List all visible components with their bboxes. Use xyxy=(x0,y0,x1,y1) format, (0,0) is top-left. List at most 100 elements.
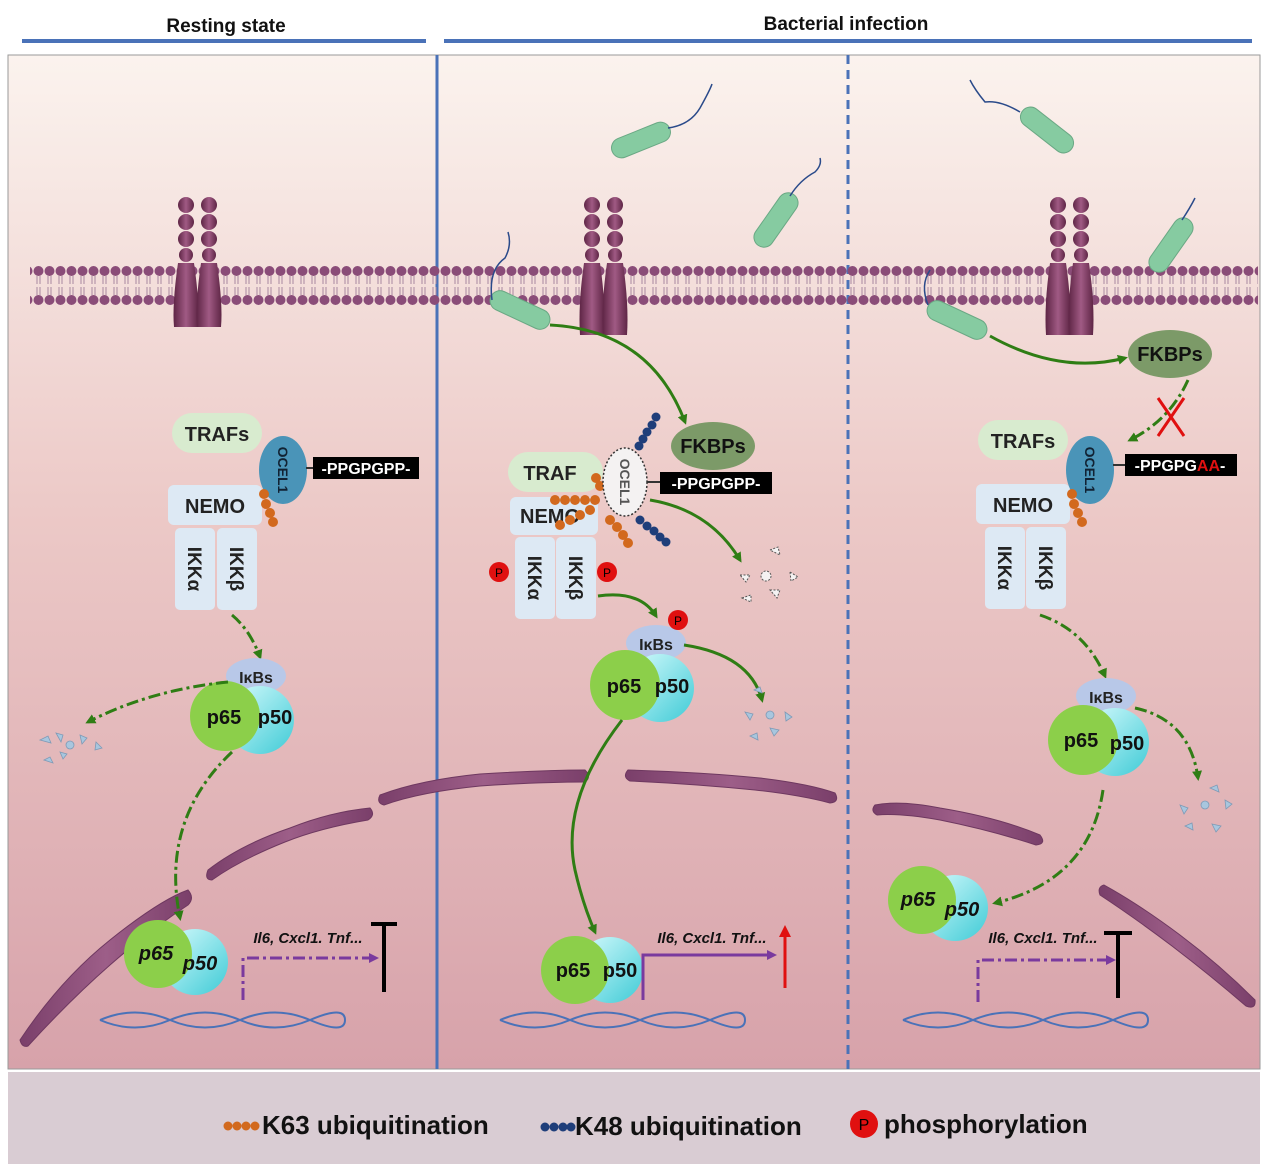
motif-box xyxy=(313,457,419,479)
ikka-label: IKKα xyxy=(183,547,204,592)
ikbs-label: IκBs xyxy=(639,637,673,654)
nuclear-p65-label: p65 xyxy=(138,943,174,965)
fkbps-node xyxy=(671,422,755,470)
motif-mutant-box xyxy=(1125,454,1237,476)
genes-label: Il6, Cxcl1. Tnf... xyxy=(657,930,766,947)
ikka-node xyxy=(515,537,555,619)
ikkb-node xyxy=(1026,527,1066,609)
ikka-node xyxy=(985,527,1025,609)
legend-panel xyxy=(8,1072,1260,1164)
receptor-panel2 xyxy=(579,197,628,335)
legend-k48-label: K48 ubiquitination xyxy=(575,1111,802,1141)
block-x-icon xyxy=(1156,397,1186,437)
nuclear-p50-label: p50 xyxy=(603,960,637,982)
nemo-node xyxy=(510,497,598,535)
ikkb-label: IKKβ xyxy=(564,556,585,600)
nuclear-envelope-segment xyxy=(1098,884,1256,1008)
p50-label: p50 xyxy=(655,676,689,698)
bacteria-group xyxy=(489,79,1196,340)
k48-chain xyxy=(634,412,671,547)
ocel1-node xyxy=(1066,436,1114,504)
phospho-marker xyxy=(668,610,688,630)
legend-phospho-icon xyxy=(850,1110,878,1138)
motif-text: -PPGPGPP- xyxy=(322,461,411,478)
bacterium xyxy=(753,192,799,248)
ocel1-node xyxy=(259,436,307,504)
p65-label: p65 xyxy=(607,676,641,698)
p65-label: p65 xyxy=(207,707,241,729)
trafs-node xyxy=(172,413,262,453)
legend: K63 ubiquitination K48 ubiquitination P … xyxy=(223,1109,1088,1141)
nuclear-p50-label: p50 xyxy=(182,953,217,975)
nemo-label: NEMO xyxy=(993,495,1053,517)
p50-label: p50 xyxy=(258,707,292,729)
ikka-label: IKKα xyxy=(993,546,1014,591)
ocel1-label: OCEL1 xyxy=(617,459,633,506)
motif-mutant-text: -PPGPGAA- xyxy=(1135,458,1226,475)
bacterium xyxy=(926,300,988,340)
p65-node xyxy=(190,681,260,751)
p65-node xyxy=(590,650,660,720)
ikbs-node xyxy=(1076,678,1136,714)
ikka-node xyxy=(175,528,215,610)
ocel1-label: OCEL1 xyxy=(1082,447,1098,494)
degraded-fragments xyxy=(1179,784,1233,833)
legend-phospho-symbol: P xyxy=(859,1117,870,1134)
k63-chain xyxy=(550,473,633,548)
p65-label: p65 xyxy=(1064,730,1098,752)
nuclear-p65-label: p65 xyxy=(556,960,590,982)
receptor-panel1 xyxy=(173,197,222,327)
motif-mutant-aa: AA xyxy=(1197,458,1221,475)
genes-label: Il6, Cxcl1. Tnf... xyxy=(988,930,1097,947)
bacterium xyxy=(1148,217,1194,273)
ikkb-node xyxy=(556,537,596,619)
inhibition-bar xyxy=(371,922,397,992)
legend-k63-label: K63 ubiquitination xyxy=(262,1110,489,1140)
nemo-node xyxy=(168,485,262,525)
genes-label: Il6, Cxcl1. Tnf... xyxy=(253,930,362,947)
nuclear-p65-label: p65 xyxy=(900,889,936,911)
nemo-label: NEMO xyxy=(185,496,245,518)
ikkb-label: IKKβ xyxy=(1034,546,1055,590)
header-resting: Resting state xyxy=(166,16,285,37)
bacterium xyxy=(1019,106,1075,154)
legend-k63-icon xyxy=(223,1121,260,1131)
fkbps-label: FKBPs xyxy=(680,436,746,458)
phospho-label: P xyxy=(674,614,682,628)
phospho-marker xyxy=(597,562,617,582)
traf-label: TRAF xyxy=(523,463,576,485)
motif-mutant-prefix: -PPGPG xyxy=(1135,458,1197,475)
panel-resting: TRAFs NEMO IKKα IKKβ OCEL1 -PPGPGPP- IκB… xyxy=(38,413,419,1029)
fkbps-node xyxy=(1128,330,1212,378)
phospho-marker xyxy=(489,562,509,582)
ikka-label: IKKα xyxy=(523,556,544,601)
nuclear-envelope-segment xyxy=(206,807,374,881)
k63-chain xyxy=(1067,489,1087,527)
inhibition-bar xyxy=(1104,931,1132,998)
ocel1-label: OCEL1 xyxy=(275,447,291,494)
trafs-label: TRAFs xyxy=(991,431,1055,453)
p65-node xyxy=(1048,705,1118,775)
panel-infection: FKBPs TRAF NEMO IKKα IKKβ P P OCEL1 xyxy=(489,323,799,1029)
k63-chain xyxy=(259,489,278,527)
legend-k48-icon xyxy=(540,1122,576,1132)
trafs-label: TRAFs xyxy=(185,424,249,446)
phospho-label: P xyxy=(495,566,503,580)
header-infection: Bacterial infection xyxy=(764,14,929,35)
degraded-fragments xyxy=(38,732,103,764)
ikbs-node xyxy=(626,625,686,661)
traf-node xyxy=(508,452,603,492)
motif-box xyxy=(660,472,772,494)
ikbs-label: IκBs xyxy=(239,670,273,687)
degraded-fragments xyxy=(744,686,793,741)
motif-text: -PPGPGPP- xyxy=(672,476,761,493)
phospho-label: P xyxy=(603,566,611,580)
nuclear-envelope-segment xyxy=(624,769,838,804)
header-region: Resting state Bacterial infection xyxy=(22,14,1252,43)
panel-mutant: FKBPs TRAFs NEMO IKKα IKKβ OCEL1 -PPGPGA… xyxy=(888,330,1237,1029)
fkbps-label: FKBPs xyxy=(1137,344,1203,366)
trafs-node xyxy=(978,420,1068,460)
receptor-panel3 xyxy=(1045,197,1094,335)
nemo-node xyxy=(976,484,1070,524)
